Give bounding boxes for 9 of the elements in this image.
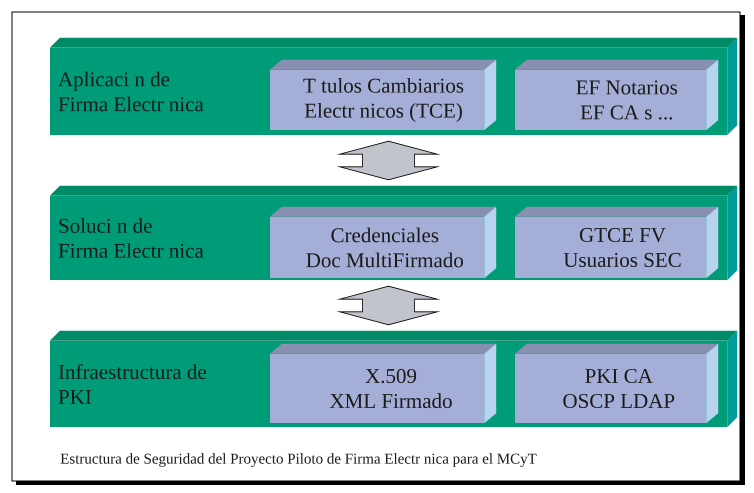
caption: Estructura de Seguridad del Proyecto Piloto de Firma Electr nica para el MCyT (60, 453, 537, 467)
double-arrow (336, 140, 441, 180)
block-box: GTCE FV Usuarios SEC (514, 206, 718, 278)
block-box: X.509 XML Firmado (270, 344, 496, 424)
block-box: EF Notarios EF CA s ... (514, 60, 718, 130)
block-box: T tulos Cambiarios Electr nicos (TCE) (270, 60, 496, 130)
block-box: Credenciales Doc MultiFirmado (270, 206, 496, 278)
double-arrow (336, 286, 441, 326)
block-box: PKI CA OSCP LDAP (514, 344, 718, 424)
